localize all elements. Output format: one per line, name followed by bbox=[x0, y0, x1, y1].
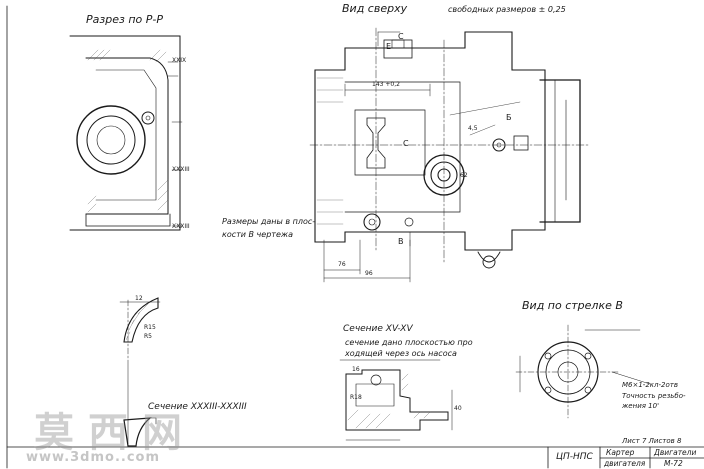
title-block-name-2: двигателя bbox=[604, 459, 646, 468]
ref-xxix: XXIX bbox=[172, 57, 187, 64]
dims-note-line-1: Размеры даны в плос- bbox=[222, 217, 316, 226]
dim-76: 76 bbox=[338, 261, 346, 268]
dim-12: 12 bbox=[135, 295, 143, 302]
mark-c-top: C bbox=[398, 32, 404, 41]
top-note: свободных размеров ± 0,25 bbox=[448, 5, 566, 14]
frame-lines bbox=[6, 5, 704, 469]
watermark-text: 莫西网 bbox=[34, 409, 196, 456]
dim-62: 62 bbox=[460, 172, 468, 179]
dim-143: 143 +0,2 bbox=[372, 81, 400, 88]
mark-b2: Б bbox=[506, 113, 512, 122]
dim-r18: R18 bbox=[350, 394, 362, 401]
section-note-line-2: ходящей через ось насоса bbox=[345, 349, 457, 358]
dim-r15: R15 bbox=[144, 324, 156, 331]
top-view bbox=[309, 27, 591, 283]
dim-16: 16 bbox=[352, 366, 360, 373]
section-xxix-view bbox=[119, 297, 161, 445]
arrow-b-view bbox=[515, 324, 651, 419]
section-xv-view bbox=[339, 359, 453, 441]
ref-xxxiii-a: XXXIII bbox=[172, 166, 190, 173]
thread-spec: М6×1-2кл-2отв bbox=[622, 381, 678, 389]
section-pp-view bbox=[69, 35, 183, 231]
title-block-code: ЦП-НПС bbox=[556, 452, 593, 462]
top-view-title: Вид сверху bbox=[342, 2, 408, 15]
section-pp-title: Разрез по Р-Р bbox=[86, 13, 163, 26]
mark-b: В bbox=[398, 237, 404, 246]
section-xv-title: Сечение XV-XV bbox=[343, 324, 413, 334]
thread-note-line-2: жения 10' bbox=[622, 402, 660, 410]
section-note-line-1: сечение дано плоскостью про bbox=[345, 338, 473, 347]
dim-r5: R5 bbox=[144, 333, 152, 340]
dims-note-line-2: кости В чертежа bbox=[222, 230, 293, 239]
dim-96: 96 bbox=[365, 270, 373, 277]
watermark-url: www.3dmo..com bbox=[26, 450, 161, 465]
mark-e: Е bbox=[386, 42, 392, 51]
title-block-product-2: М-72 bbox=[664, 459, 683, 468]
thread-note-line-1: Точность резьбо- bbox=[622, 392, 686, 400]
dim-40: 40 bbox=[454, 405, 462, 412]
ref-xxxiii-b: XXXIII bbox=[172, 223, 190, 230]
title-block-product-1: Двигатели bbox=[654, 448, 697, 457]
arrow-view-title: Вид по стрелке В bbox=[522, 299, 623, 312]
mark-c-mid: C bbox=[403, 139, 409, 148]
dim-4-5: 4,5 bbox=[468, 125, 478, 132]
title-block-name-1: Картер bbox=[606, 448, 635, 457]
title-block-sheet: Лист 7 Листов 8 bbox=[622, 437, 682, 445]
section-xxxiii-view bbox=[123, 417, 157, 447]
section-xxxiii-title: Сечение XXXIII-XXXIII bbox=[148, 402, 247, 412]
